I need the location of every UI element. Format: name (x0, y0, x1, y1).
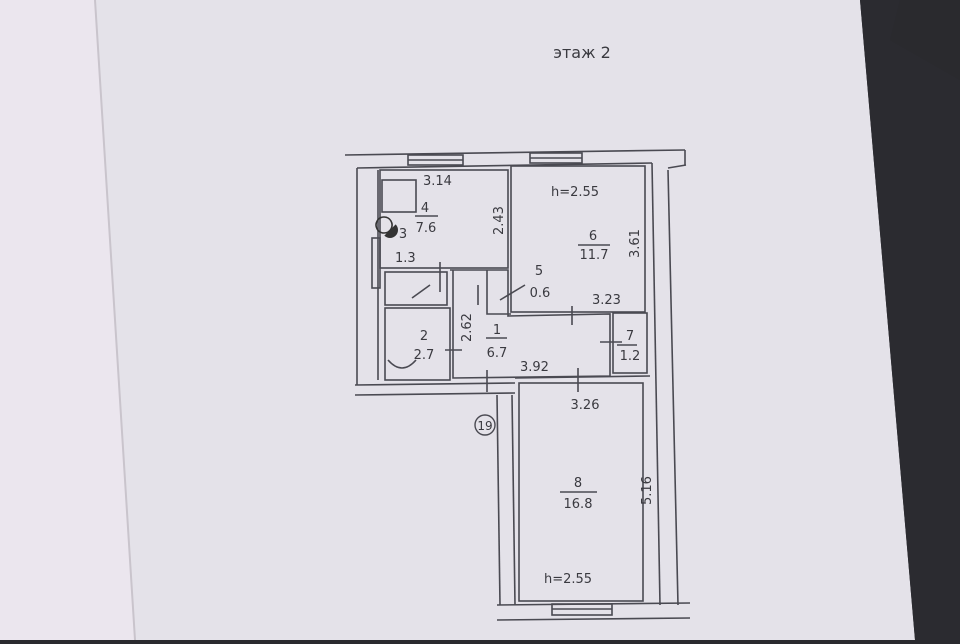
room-2-area: 2.7 (414, 348, 435, 363)
room-3-number: 3 (399, 227, 407, 242)
room-6-depth: 3.61 (628, 229, 643, 258)
room-3-area: 1.3 (395, 251, 416, 266)
room-2-number: 2 (420, 329, 428, 344)
room-8-width: 3.26 (571, 398, 600, 413)
kitchen-depth: 2.43 (492, 206, 507, 235)
hall-width: 3.92 (520, 360, 549, 375)
boiler-fill (384, 224, 398, 238)
room-7-number: 7 (626, 329, 634, 344)
room-8-height: h=2.55 (544, 572, 592, 587)
room-6-number: 6 (589, 229, 597, 244)
room-5-number: 5 (535, 264, 543, 279)
room-1-number: 1 (493, 323, 501, 338)
page-fold (94, 0, 136, 641)
room-7-area: 1.2 (620, 349, 641, 364)
room-6-height: h=2.55 (551, 185, 599, 200)
dark-background (860, 0, 960, 640)
room-6-area: 11.7 (580, 248, 609, 263)
apartment-number-circle (474, 414, 496, 436)
apartment-number: 19 (477, 419, 492, 433)
stove-icon (381, 179, 417, 213)
room-5-area: 0.6 (530, 286, 551, 301)
room-8-area: 16.8 (564, 497, 593, 512)
paper-sheet (0, 0, 915, 640)
room-1-area: 6.7 (487, 346, 508, 361)
room-4-area: 7.6 (416, 221, 437, 236)
floor-label: этаж 2 (553, 43, 611, 62)
room-8-number: 8 (574, 476, 582, 491)
hall-depth: 2.62 (460, 313, 475, 342)
room-6-width: 3.23 (592, 293, 621, 308)
left-page (0, 0, 135, 640)
room-8-depth: 5.16 (640, 476, 655, 505)
room-4-number: 4 (421, 201, 429, 216)
kitchen-width: 3.14 (423, 174, 452, 189)
walls (344, 149, 691, 621)
